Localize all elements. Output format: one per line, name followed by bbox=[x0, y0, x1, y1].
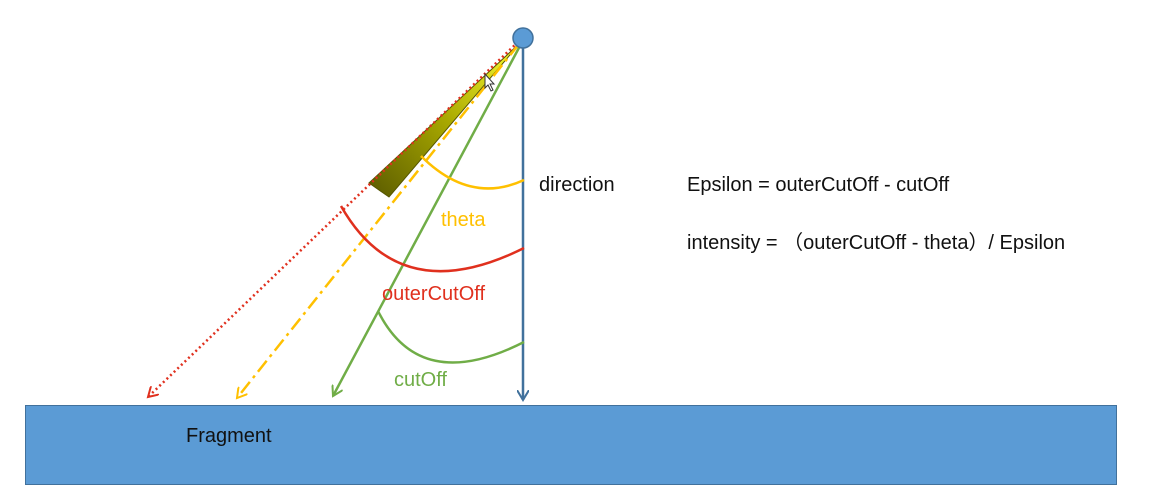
cursor-icon bbox=[484, 72, 496, 92]
fragment-label: Fragment bbox=[186, 425, 272, 447]
cutoff-arc bbox=[376, 310, 525, 364]
theta-label: theta bbox=[441, 209, 486, 231]
spotlight-cone bbox=[368, 41, 522, 198]
cutoff-ray bbox=[333, 43, 523, 396]
intensity-formula: intensity = （outerCutOff - theta）/ Epsil… bbox=[687, 232, 1066, 254]
direction-label: direction bbox=[539, 174, 615, 196]
cutoff-label: cutOff bbox=[394, 369, 447, 391]
outer-cutoff-arc bbox=[339, 205, 525, 273]
light-source bbox=[512, 27, 534, 49]
theta-ray bbox=[237, 43, 520, 398]
theta-arc bbox=[420, 155, 525, 190]
fragment-surface bbox=[25, 405, 1117, 485]
outer-cutoff-ray bbox=[148, 41, 519, 397]
epsilon-formula: Epsilon = outerCutOff - cutOff bbox=[687, 174, 950, 196]
outer-cutoff-label: outerCutOff bbox=[382, 283, 486, 305]
